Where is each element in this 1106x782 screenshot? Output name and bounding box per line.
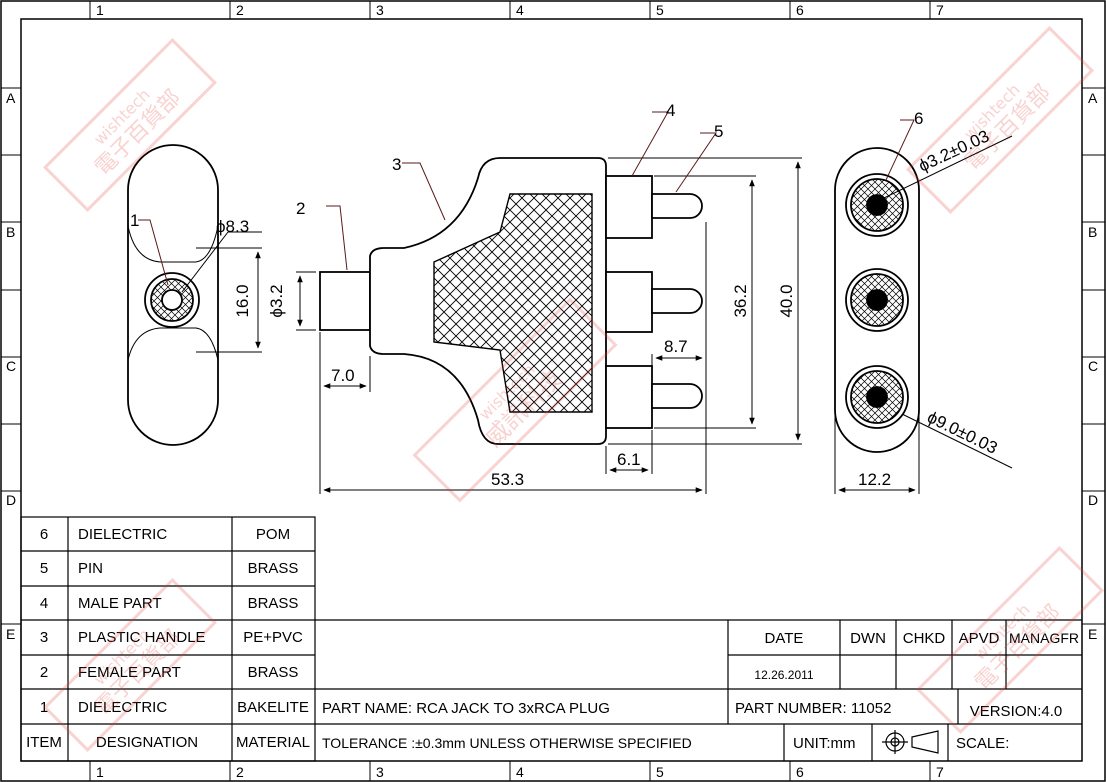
bom-item: 3 xyxy=(40,629,48,646)
col-label-bottom-5: 5 xyxy=(656,764,664,780)
callout-6: 6 xyxy=(914,109,923,128)
bom-material: BRASS xyxy=(248,664,299,681)
right-dims xyxy=(834,119,1013,494)
bom-designation: DIELECTRIC xyxy=(78,699,167,716)
row-label-right-d: D xyxy=(1088,492,1098,508)
col-label-bottom-6: 6 xyxy=(796,764,804,780)
bom-item: 6 xyxy=(40,526,48,543)
col-label-top-2: 2 xyxy=(236,2,244,18)
dim-phi-8-3: ϕ8.3 xyxy=(216,217,249,236)
bom-designation: FEMALE PART xyxy=(78,664,181,681)
col-label-bottom-4: 4 xyxy=(516,764,524,780)
row-label-right-c: C xyxy=(1088,358,1098,374)
row-label-left-d: D xyxy=(6,492,16,508)
col-label-top-3: 3 xyxy=(376,2,384,18)
dim-53-3: 53.3 xyxy=(491,470,524,489)
callout-4: 4 xyxy=(666,101,675,120)
row-label-right-e: E xyxy=(1088,626,1097,642)
bom-material: BAKELITE xyxy=(237,699,309,716)
bom-designation: MALE PART xyxy=(78,595,162,612)
callout-5: 5 xyxy=(714,122,723,141)
dim-8-7: 8.7 xyxy=(664,337,688,356)
bom-material: PE+PVC xyxy=(243,629,303,646)
dim-40-0: 40.0 xyxy=(777,284,796,317)
bom-item: 2 xyxy=(40,664,48,681)
bom-item: 1 xyxy=(40,699,48,716)
bom-header-designation: DESIGNATION xyxy=(96,734,198,751)
col-label-bottom-7: 7 xyxy=(936,764,944,780)
title-part-name: PART NAME: RCA JACK TO 3xRCA PLUG xyxy=(322,700,610,717)
dim-16-0: 16.0 xyxy=(233,284,252,317)
title-part-number: PART NUMBER: 11052 xyxy=(735,700,891,717)
title-version: VERSION:4.0 xyxy=(970,703,1063,720)
projection-symbol-icon xyxy=(882,730,939,754)
title-chkd-label: CHKD xyxy=(903,630,946,647)
title-managfr-label: MANAGFR xyxy=(1009,630,1079,646)
dim-6-1: 6.1 xyxy=(617,450,641,469)
title-block-grid xyxy=(315,619,1082,761)
row-label-left-b: B xyxy=(6,224,15,240)
row-label-left-a: A xyxy=(6,90,16,106)
col-label-bottom-2: 2 xyxy=(236,764,244,780)
row-label-left-c: C xyxy=(6,358,16,374)
bom-designation: PLASTIC HANDLE xyxy=(78,629,206,646)
bom-material: POM xyxy=(256,526,290,543)
dim-phi-3-2: ϕ3.2 xyxy=(267,284,286,317)
bom-designation: PIN xyxy=(78,560,103,577)
bom-material: BRASS xyxy=(248,560,299,577)
title-unit: UNIT:mm xyxy=(793,735,856,752)
bom-material: BRASS xyxy=(248,595,299,612)
bom-table: 6 DIELECTRIC POM 5 PIN BRASS 4 MALE PART… xyxy=(26,526,310,751)
bom-table-grid xyxy=(20,516,316,762)
dim-7-0: 7.0 xyxy=(331,366,355,385)
right-end-view xyxy=(834,147,920,453)
col-label-top-4: 4 xyxy=(516,2,524,18)
col-label-top-1: 1 xyxy=(96,2,104,18)
inner-frame xyxy=(20,18,1083,762)
col-label-top-5: 5 xyxy=(656,2,664,18)
title-dwn-label: DWN xyxy=(850,630,886,647)
callout-2: 2 xyxy=(296,199,305,218)
col-label-top-7: 7 xyxy=(936,2,944,18)
side-view-dims xyxy=(296,157,802,494)
title-date-value: 12.26.2011 xyxy=(754,668,813,682)
title-apvd-label: APVD xyxy=(959,630,1000,647)
callout-3: 3 xyxy=(392,155,401,174)
left-end-view xyxy=(127,144,219,446)
row-label-left-e: E xyxy=(6,626,15,642)
side-view-leaders xyxy=(326,111,717,271)
dim-12-2: 12.2 xyxy=(858,470,891,489)
title-date-label: DATE xyxy=(765,630,804,647)
col-label-bottom-3: 3 xyxy=(376,764,384,780)
side-view-body xyxy=(319,157,703,445)
bom-header-item: ITEM xyxy=(26,734,62,751)
row-label-right-b: B xyxy=(1088,224,1097,240)
row-label-right-a: A xyxy=(1088,90,1098,106)
bom-header-material: MATERIAL xyxy=(236,734,310,751)
dim-36-2: 36.2 xyxy=(731,284,750,317)
col-label-top-6: 6 xyxy=(796,2,804,18)
left-dims xyxy=(138,219,262,353)
col-label-bottom-1: 1 xyxy=(96,764,104,780)
title-tolerance: TOLERANCE :±0.3mm UNLESS OTHERWISE SPECI… xyxy=(322,735,692,751)
bom-item: 4 xyxy=(40,595,48,612)
callout-1: 1 xyxy=(130,211,139,230)
bom-designation: DIELECTRIC xyxy=(78,526,167,543)
title-scale: SCALE: xyxy=(956,735,1009,752)
title-block: DATE DWN CHKD APVD MANAGFR 12.26.2011 PA… xyxy=(322,630,1079,752)
bom-item: 5 xyxy=(40,560,48,577)
